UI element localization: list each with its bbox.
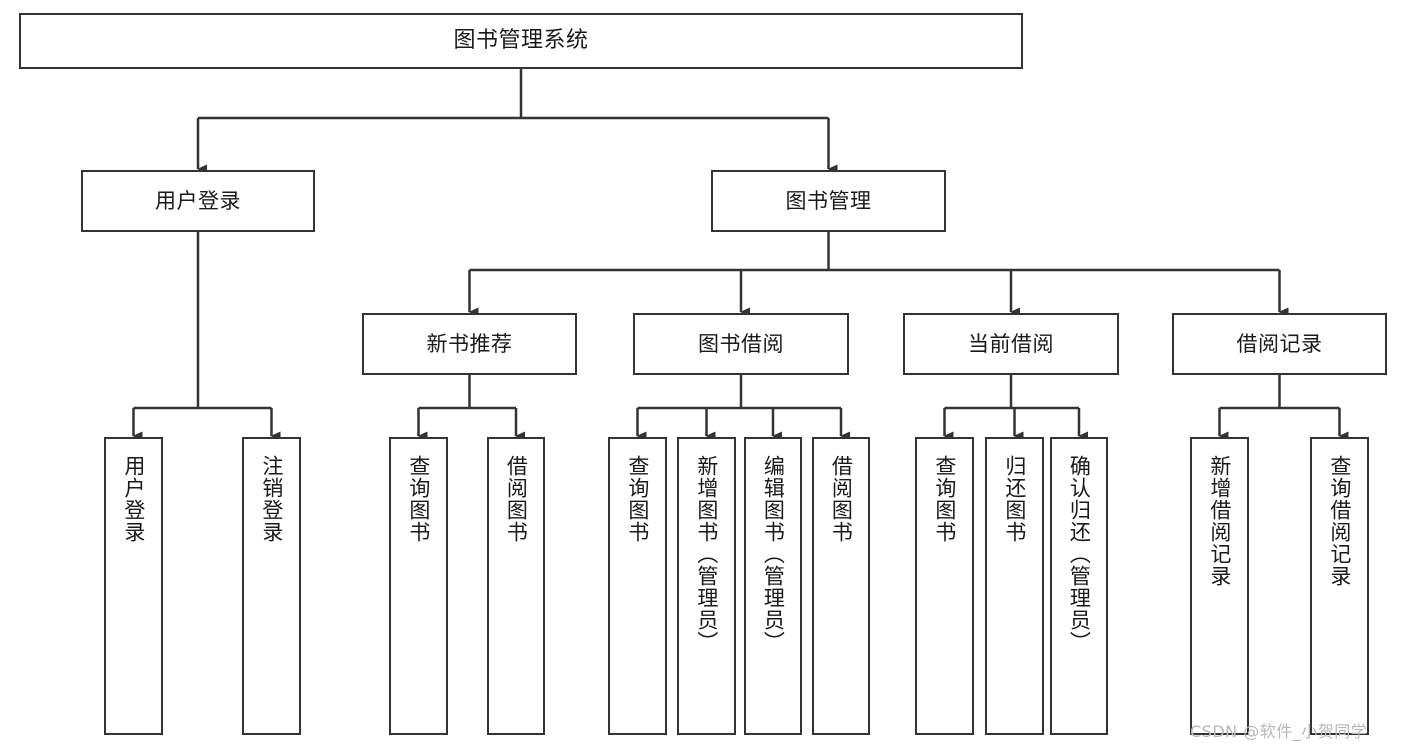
leaf-query-book[interactable]: 查询图书 [608,437,667,735]
node-label: 查询图书 [406,455,431,543]
leaf-query-borrow-record[interactable]: 查询借阅记录 [1310,437,1369,735]
node-label: 图书借阅 [698,331,784,356]
node-label: 查询借阅记录 [1327,455,1352,587]
leaf-borrow-book-recommend[interactable]: 借阅图书 [487,437,545,735]
csdn-watermark: CSDN @软件_小贺同学 [1190,722,1368,741]
leaf-edit-book-admin[interactable]: 编辑图书（管理员） [744,437,802,735]
leaf-query-book-recommend[interactable]: 查询图书 [389,437,448,735]
leaf-user-login[interactable]: 用户登录 [104,437,163,735]
leaf-add-book-admin[interactable]: 新增图书（管理员） [677,437,736,735]
node-new-book-recommend[interactable]: 新书推荐 [362,313,577,375]
node-label: 归还图书 [1002,455,1027,543]
node-label: 编辑图书（管理员） [761,455,786,653]
node-label: 图书管理系统 [453,28,589,54]
node-label: 用户登录 [121,455,146,543]
node-label: 新书推荐 [426,331,513,356]
node-borrow-record[interactable]: 借阅记录 [1172,313,1387,375]
node-label: 确认归还（管理员） [1067,455,1092,653]
node-label: 注销登录 [259,455,284,543]
node-label: 查询图书 [625,455,650,543]
node-label: 借阅记录 [1236,331,1323,356]
node-label: 图书管理 [785,188,872,213]
node-current-borrow[interactable]: 当前借阅 [903,313,1119,375]
node-label: 当前借阅 [968,331,1054,356]
leaf-logout[interactable]: 注销登录 [242,437,301,735]
node-label: 用户登录 [155,188,241,213]
leaf-confirm-return-admin[interactable]: 确认归还（管理员） [1050,437,1108,735]
node-label: 查询图书 [932,455,957,543]
node-book-borrow[interactable]: 图书借阅 [633,313,849,375]
node-user-login[interactable]: 用户登录 [81,170,315,232]
leaf-return-book[interactable]: 归还图书 [985,437,1044,735]
node-label: 新增借阅记录 [1207,455,1232,587]
node-root[interactable]: 图书管理系统 [19,13,1023,69]
node-label: 借阅图书 [829,455,854,543]
leaf-borrow-book[interactable]: 借阅图书 [812,437,870,735]
node-label: 借阅图书 [504,455,529,543]
connector-lines [132,69,1349,441]
node-book-management[interactable]: 图书管理 [711,170,946,232]
leaf-query-book-current[interactable]: 查询图书 [915,437,974,735]
node-label: 新增图书（管理员） [694,455,719,653]
leaf-add-borrow-record[interactable]: 新增借阅记录 [1190,437,1249,735]
